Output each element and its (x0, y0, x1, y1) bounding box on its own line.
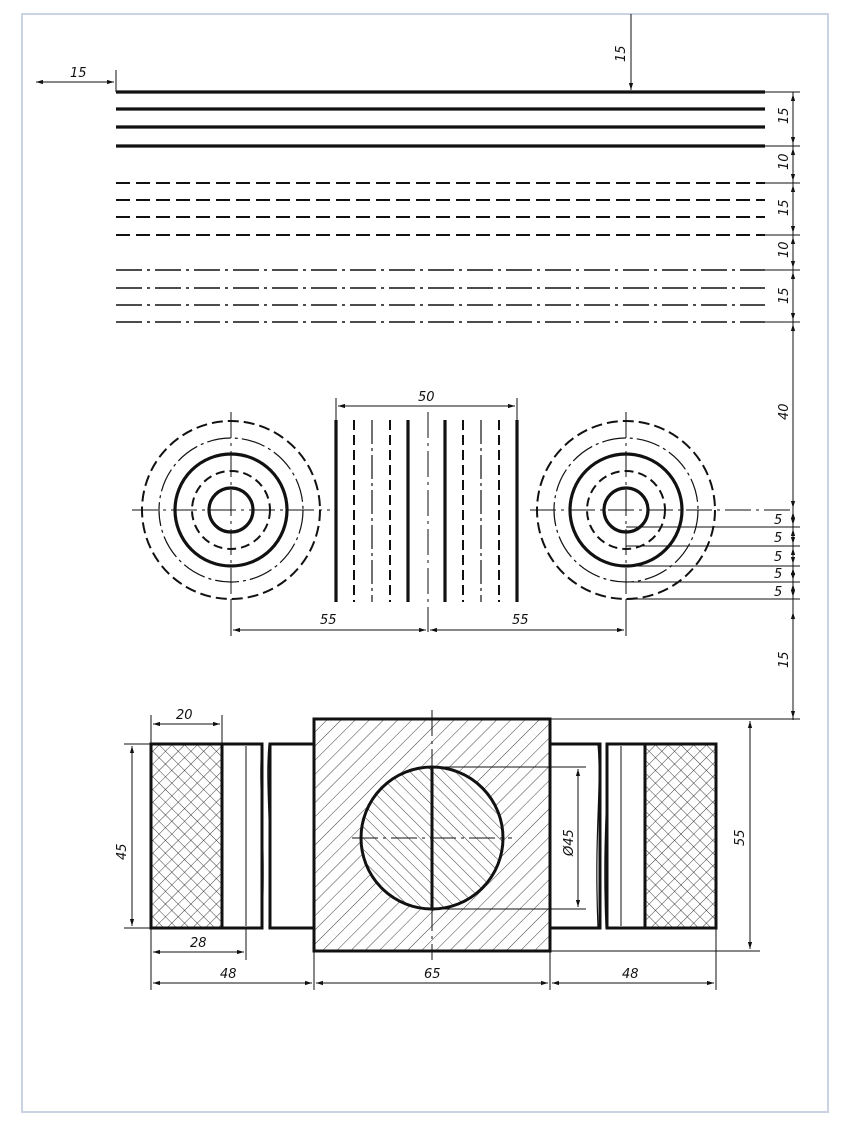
dim-center-spans (230, 600, 627, 636)
left-concentric-circles (132, 412, 330, 620)
dim-lengths (150, 928, 717, 990)
dim-gap-1: 10 (777, 153, 792, 170)
dim-gap-2: 10 (777, 241, 792, 258)
dim-block-height-label: 45 (115, 843, 130, 860)
sheet-frame (21, 13, 829, 1113)
dim-dashed-spacing: 15 (777, 199, 792, 216)
dim-left-offset (36, 70, 117, 92)
right-cross-hatched-block (548, 742, 718, 930)
dim-ring-5: 5 (774, 585, 782, 600)
dim-left-length-label: 48 (220, 967, 237, 982)
dim-total-height-label: 55 (733, 829, 748, 846)
dim-ring-3: 5 (774, 550, 782, 565)
dim-ring-2: 5 (774, 531, 782, 546)
dim-ring-4: 5 (774, 567, 782, 582)
dim-block-top-width-label: 20 (176, 708, 193, 723)
dim-left-center-span-label: 55 (320, 613, 337, 628)
dim-inner-width-label: 28 (190, 936, 207, 951)
dim-total-height (550, 718, 800, 952)
center-hatched-block (312, 710, 552, 960)
right-dimension-chain (765, 91, 800, 720)
dim-circle-diameter (432, 766, 586, 910)
dim-middle-width (335, 398, 518, 420)
right-concentric-circles (530, 412, 800, 620)
dim-solid-spacing: 15 (777, 107, 792, 124)
dim-gap-bottom: 15 (777, 651, 792, 668)
dim-middle-width-label: 50 (418, 390, 435, 405)
dim-right-center-span-label: 55 (512, 613, 529, 628)
dim-center-length-label: 65 (424, 967, 441, 982)
left-cross-hatched-block (149, 742, 316, 930)
dim-ring-1: 5 (774, 513, 782, 528)
dim-right-length-label: 48 (622, 967, 639, 982)
dashdot-lines (116, 269, 765, 323)
dashed-lines (116, 182, 765, 236)
middle-vertical-lines (334, 412, 519, 632)
dim-dashdot-spacing: 15 (777, 287, 792, 304)
dim-block-height (124, 743, 151, 929)
dim-inner-width (153, 928, 247, 960)
dim-gap-circles: 40 (777, 403, 792, 420)
dim-left-offset-label: 15 (70, 66, 87, 81)
dim-top-offset-label: 15 (614, 45, 629, 62)
dim-circle-diameter-label: Ø45 (562, 829, 577, 857)
dim-block-top-width (150, 715, 223, 744)
line-types-section (116, 90, 765, 148)
